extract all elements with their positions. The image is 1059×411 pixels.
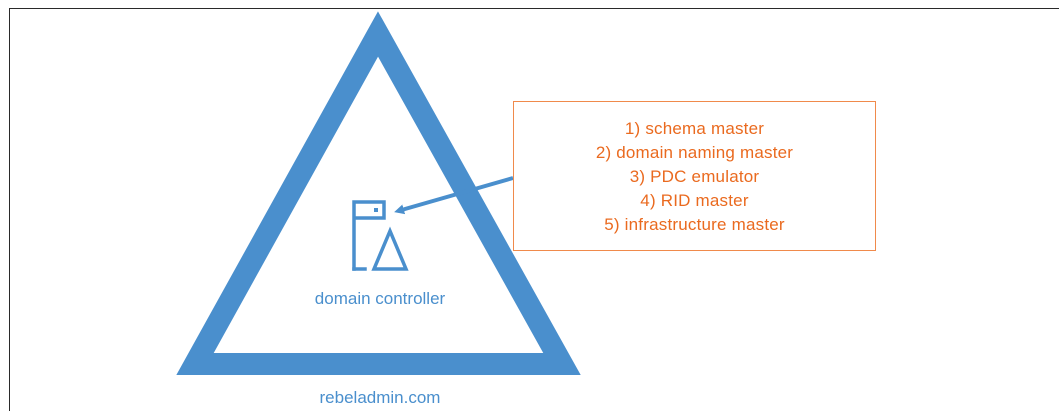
domain-triangle bbox=[176, 11, 581, 375]
role-schema-master: 1) schema master bbox=[624, 119, 765, 138]
figure-frame bbox=[9, 8, 1059, 411]
role-domain-naming-master: 2) domain naming master bbox=[595, 143, 794, 162]
arrow-icon bbox=[394, 176, 514, 215]
server-icon bbox=[352, 200, 409, 271]
domain-name-label: rebeladmin.com bbox=[319, 388, 441, 407]
role-pdc-emulator: 3) PDC emulator bbox=[629, 167, 760, 186]
fsmo-roles-list: 1) schema master 2) domain naming master… bbox=[514, 102, 875, 237]
fsmo-roles-box: 1) schema master 2) domain naming master… bbox=[513, 101, 876, 251]
role-infrastructure-master: 5) infrastructure master bbox=[604, 215, 785, 234]
role-rid-master: 4) RID master bbox=[640, 191, 749, 210]
domain-controller-label: domain controller bbox=[314, 289, 446, 308]
